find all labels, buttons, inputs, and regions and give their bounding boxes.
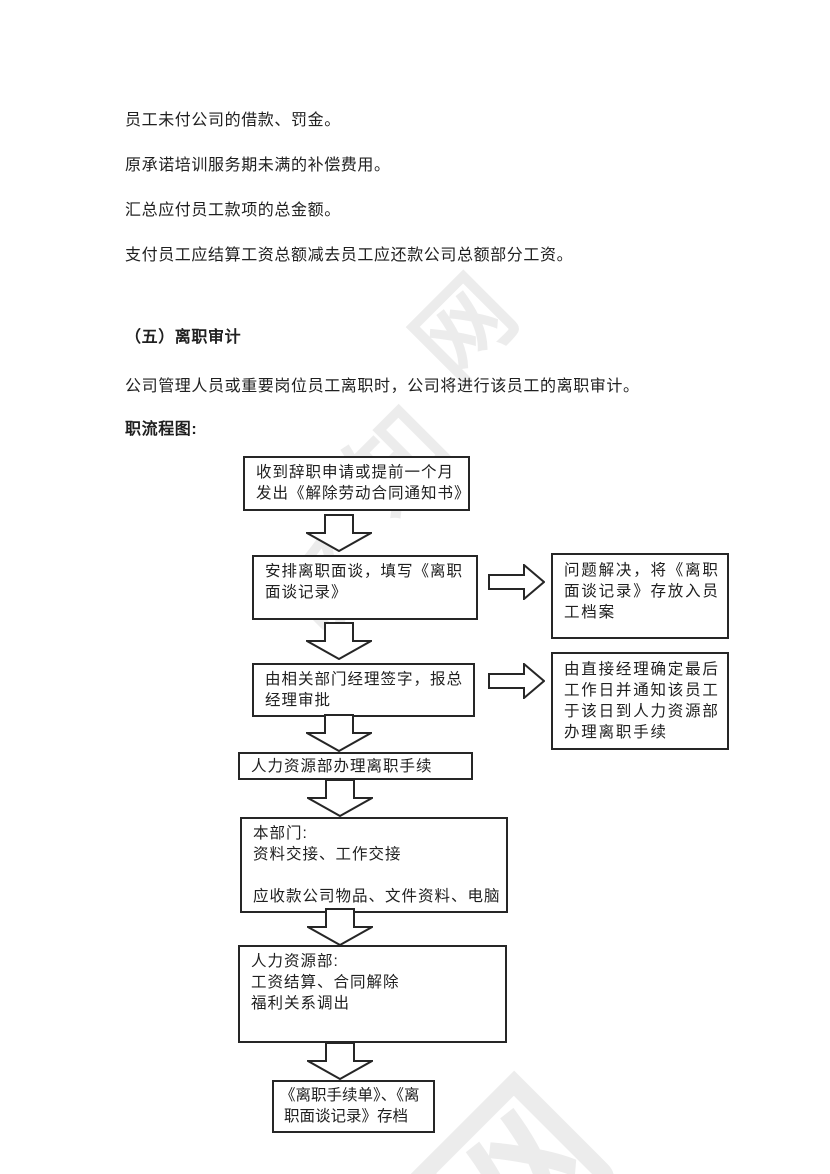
flow-box-text: 面谈记录》存放入员 (564, 583, 720, 600)
flow-box-text: 安排离职面谈，填写《离职 (265, 563, 464, 580)
flow-box-text (253, 865, 500, 886)
flow-box-text: 发出《解除劳动合同通知书》 (256, 485, 471, 502)
down-arrow-icon (307, 1042, 373, 1080)
down-arrow-icon (306, 514, 372, 552)
paragraph: 支付员工应结算工资总额减去员工应还款公司总额部分工资。 (125, 247, 574, 264)
flow-box-file-archive: 《离职手续单》、《离 职面谈记录》存档 (272, 1080, 435, 1133)
flow-box-text: 福利关系调出 (251, 995, 351, 1012)
flow-box-text: 问题解决，将《离职 (564, 562, 720, 579)
flow-box-text: 于该日到人力资源部 (564, 703, 720, 720)
right-arrow-icon (488, 564, 545, 600)
flow-box-text: 人力资源部: (251, 953, 339, 970)
flow-box-text: 经理审批 (265, 692, 332, 709)
flow-box-manager-signoff: 由相关部门经理签字，报总 经理审批 (252, 663, 475, 717)
flow-box-own-department-handover: 本部门: 资料交接、工作交接 应收款公司物品、文件资料、电脑 (240, 817, 508, 913)
flow-box-text: 职面谈记录》存档 (284, 1108, 409, 1125)
flow-box-text: 由相关部门经理签字，报总 (265, 671, 464, 688)
flow-box-text: 收到辞职申请或提前一个月 (256, 464, 455, 481)
flow-box-text: 办理离职手续 (564, 724, 668, 741)
down-arrow-icon (306, 622, 372, 660)
flow-box-hr-settlement: 人力资源部: 工资结算、合同解除 福利关系调出 (238, 945, 507, 1043)
flow-box-text: 资料交接、工作交接 (253, 846, 402, 863)
paragraph: 员工未付公司的借款、罚金。 (125, 112, 341, 129)
flow-box-text: 应收款公司物品、文件资料、电脑 (253, 888, 501, 905)
down-arrow-icon (307, 779, 373, 817)
flow-box-exit-interview: 安排离职面谈，填写《离职 面谈记录》 (252, 555, 478, 620)
flow-box-text: 本部门: (253, 825, 308, 842)
flow-box-text: 工档案 (564, 604, 616, 621)
paragraph: 原承诺培训服务期未满的补偿费用。 (125, 157, 391, 174)
right-arrow-icon (488, 663, 545, 699)
flow-box-hr-procedures: 人力资源部办理离职手续 (238, 752, 473, 780)
down-arrow-icon (306, 714, 372, 752)
down-arrow-icon (307, 908, 373, 946)
flow-box-text: 人力资源部办理离职手续 (251, 758, 433, 775)
flow-side-box-last-day-notice: 由直接经理确定最后 工作日并通知该员工 于该日到人力资源部 办理离职手续 (551, 652, 729, 750)
flow-box-receive-resignation: 收到辞职申请或提前一个月 发出《解除劳动合同通知书》 (243, 456, 470, 511)
flow-box-text: 工资结算、合同解除 (251, 974, 400, 991)
flowchart-label: 职流程图: (125, 421, 198, 438)
section-heading: （五）离职审计 (125, 329, 242, 346)
paragraph: 公司管理人员或重要岗位员工离职时，公司将进行该员工的离职审计。 (125, 378, 640, 395)
flow-box-text: 《离职手续单》、《离 (280, 1087, 420, 1104)
paragraph: 汇总应付员工款项的总金额。 (125, 202, 341, 219)
flow-box-text: 由直接经理确定最后 (564, 661, 720, 678)
flow-box-text: 工作日并通知该员工 (564, 682, 720, 699)
flow-side-box-archive-record: 问题解决，将《离职 面谈记录》存放入员 工档案 (551, 553, 729, 639)
flow-box-text: 面谈记录》 (265, 584, 348, 601)
